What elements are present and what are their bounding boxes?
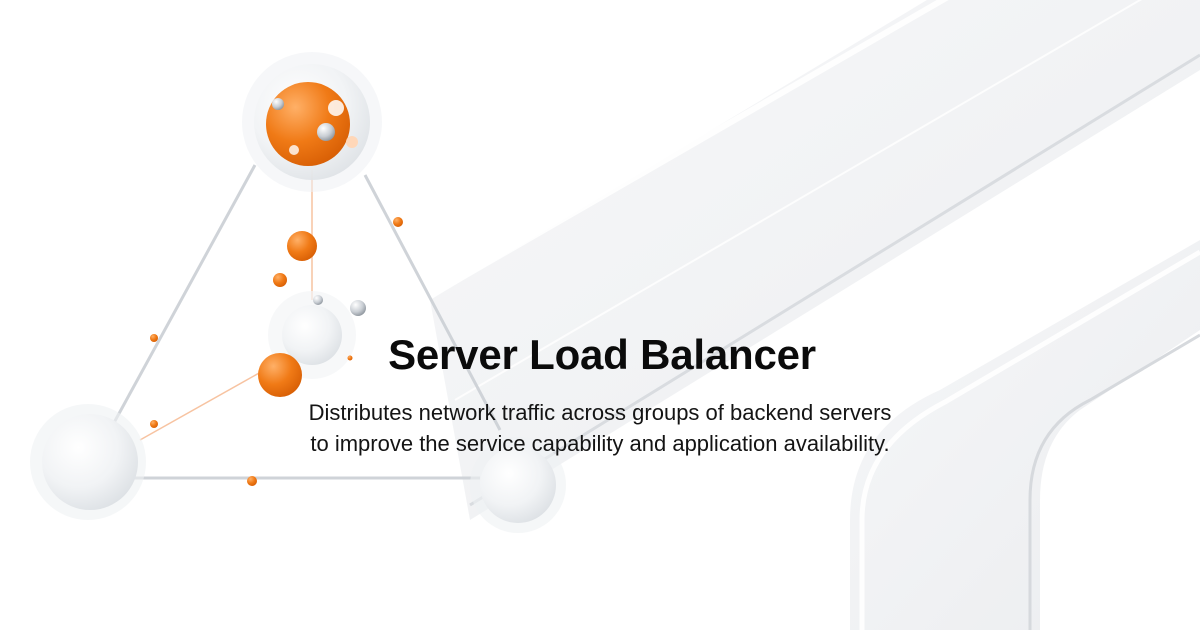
silver-beads xyxy=(313,295,366,316)
orange-master-node xyxy=(242,52,382,192)
connection-lines xyxy=(108,164,502,480)
orange-beads xyxy=(150,217,403,486)
left-server-node xyxy=(30,404,146,520)
page-title: Server Load Balancer xyxy=(388,331,816,378)
curved-track-upper xyxy=(430,0,1200,520)
curved-track-lower xyxy=(850,240,1200,630)
page-description: Distributes network traffic across group… xyxy=(308,400,892,456)
right-server-node xyxy=(470,437,566,533)
